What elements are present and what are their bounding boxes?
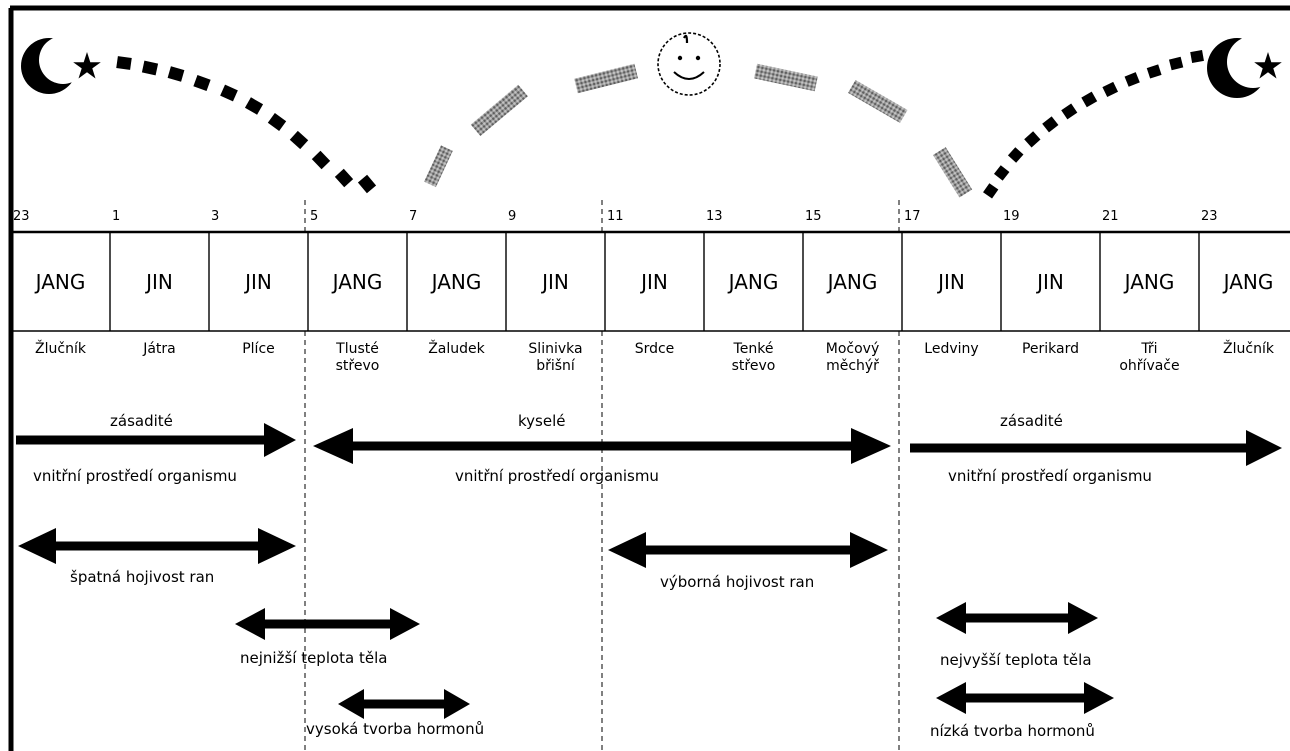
organ-label: Slinivka břišní xyxy=(528,341,583,374)
night-path-right xyxy=(983,50,1204,199)
organ-label: Tenké střevo xyxy=(731,341,776,374)
organ-label: Perikard xyxy=(1021,341,1080,357)
organ-label: Žlučník xyxy=(35,341,86,357)
excellent-healing-label: výborná hojivost ran xyxy=(660,573,815,591)
organ-label: Plíce xyxy=(242,341,275,357)
hour-label: 11 xyxy=(607,209,624,224)
organ-label: Žlučník xyxy=(1223,341,1274,357)
hour-label: 21 xyxy=(1102,209,1119,224)
milieu-label-center: vnitřní prostředí organismu xyxy=(455,467,659,485)
organ-label: Játra xyxy=(143,341,176,357)
day-path xyxy=(424,63,973,198)
energy-cell: JANG xyxy=(827,269,878,294)
energy-cell: JANG xyxy=(332,269,383,294)
highest-temp-label: nejvyšší teplota těla xyxy=(940,651,1092,669)
alkaline-label-right: zásadité xyxy=(1000,412,1063,430)
hour-label: 17 xyxy=(904,209,921,224)
hour-label: 1 xyxy=(112,209,121,224)
smiley-sun-icon xyxy=(657,32,721,96)
energy-cell: JANG xyxy=(431,269,482,294)
energy-cell: JANG xyxy=(35,269,86,294)
organ-label: Tři ohřívače xyxy=(1119,341,1180,374)
highest-temp-arrow xyxy=(936,602,1098,634)
night-path-left xyxy=(116,56,377,194)
organ-label: Močový měchýř xyxy=(825,341,880,374)
excellent-healing-arrow xyxy=(608,532,888,568)
lowest-temp-arrow xyxy=(235,608,420,640)
arrows-layer xyxy=(16,423,1282,719)
acidic-label: kyselé xyxy=(518,412,566,430)
energy-cell: JANG xyxy=(728,269,779,294)
organ-label: Žaludek xyxy=(428,341,485,357)
energy-cell: JIN xyxy=(542,269,569,294)
poor-healing-label: špatná hojivost ran xyxy=(70,568,215,586)
energy-cell: JANG xyxy=(1124,269,1175,294)
hour-label: 23 xyxy=(1201,209,1218,224)
hour-label: 15 xyxy=(805,209,822,224)
milieu-label-left: vnitřní prostředí organismu xyxy=(33,467,237,485)
energy-cell: JIN xyxy=(938,269,965,294)
low-hormones-label: nízká tvorba hormonů xyxy=(930,722,1095,740)
alkaline-arrow-left xyxy=(16,423,296,457)
high-hormones-label: vysoká tvorba hormonů xyxy=(306,720,485,738)
hour-label: 5 xyxy=(310,209,319,224)
alkaline-label-left: zásadité xyxy=(110,412,173,430)
crescent-star-icon xyxy=(21,36,101,94)
hour-label: 9 xyxy=(508,209,517,224)
energy-cell: JIN xyxy=(146,269,173,294)
acidic-arrow xyxy=(313,428,891,464)
hour-label: 3 xyxy=(211,209,220,224)
lowest-temp-label: nejnižší teplota těla xyxy=(240,649,388,667)
energy-cell: JIN xyxy=(641,269,668,294)
high-hormones-arrow xyxy=(338,689,470,719)
energy-cell: JIN xyxy=(1037,269,1064,294)
hour-label: 7 xyxy=(409,209,418,224)
energy-cell: JANG xyxy=(1223,269,1274,294)
organ-label: Tlusté střevo xyxy=(335,341,380,374)
organ-label: Ledviny xyxy=(924,341,979,357)
organ-label: Srdce xyxy=(634,341,675,357)
crescent-star-icon xyxy=(1207,36,1282,98)
alkaline-arrow-right xyxy=(910,430,1282,466)
milieu-label-right: vnitřní prostředí organismu xyxy=(948,467,1152,485)
poor-healing-arrow xyxy=(18,528,296,564)
hour-label: 23 xyxy=(13,209,30,224)
hour-label: 19 xyxy=(1003,209,1020,224)
zone-separators xyxy=(304,200,900,751)
low-hormones-arrow xyxy=(936,682,1114,714)
hour-label: 13 xyxy=(706,209,723,224)
cell-dividers xyxy=(109,232,1200,331)
energy-cell: JIN xyxy=(245,269,272,294)
